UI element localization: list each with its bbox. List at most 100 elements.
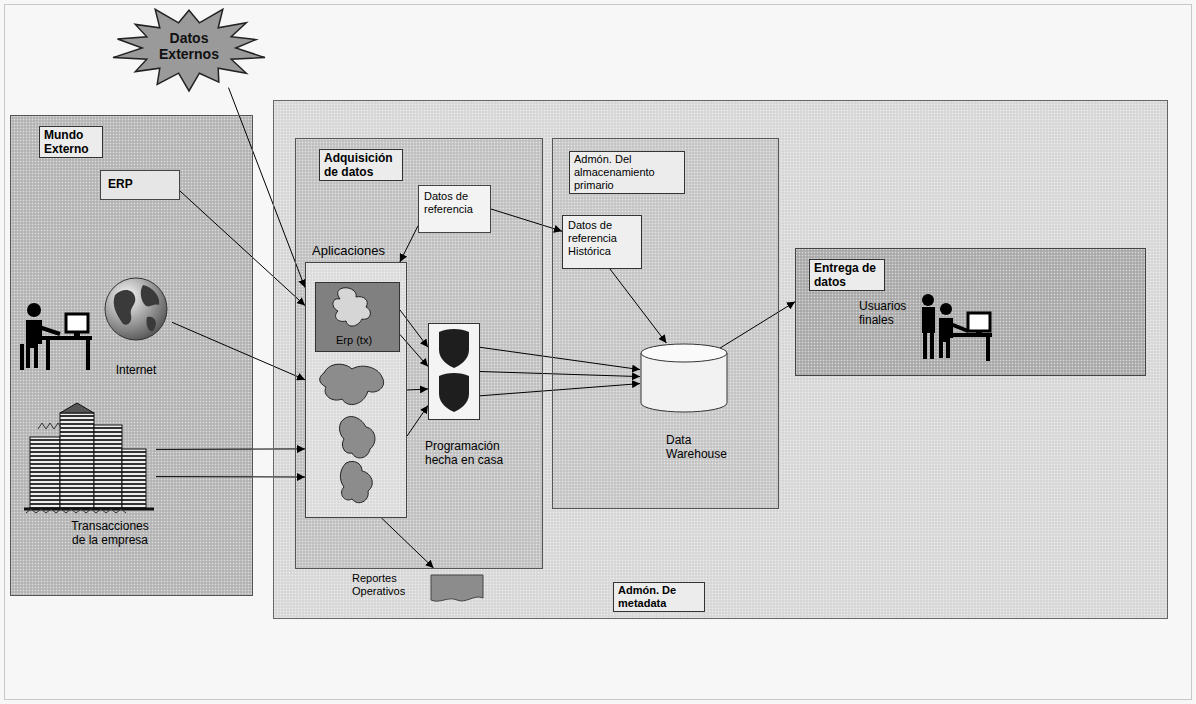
- arrow-connector: [229, 88, 306, 288]
- arrow-connector: [480, 347, 640, 369]
- building-icon-part: [38, 423, 62, 429]
- users-icon-part-part: [952, 333, 992, 337]
- building-icon-part: [30, 437, 60, 509]
- person-at-computer-part: [27, 303, 41, 317]
- node-label: Admón. Del almacenamiento primario: [569, 151, 685, 194]
- globe-icon-part: [114, 290, 136, 325]
- person-at-computer-part: [20, 344, 24, 370]
- operational-reports-node: Reportes Operativos: [352, 568, 488, 608]
- building-icon: [24, 399, 156, 514]
- building-icon-part: [26, 509, 126, 513]
- users-icon: [918, 293, 998, 363]
- arrow-connector: [719, 302, 795, 349]
- application-shapes-part: [320, 364, 384, 404]
- page-frame: [5, 5, 1192, 700]
- node-label: Datos Externos: [146, 30, 232, 62]
- person-at-computer-part: [46, 340, 50, 370]
- node-label: Programación hecha en casa: [425, 439, 515, 467]
- users-icon-part-part: [986, 337, 990, 361]
- starburst-shape-part: [113, 9, 265, 91]
- node-label: ERP: [108, 177, 172, 191]
- node-label: Mundo Externo: [39, 126, 103, 158]
- arrow-connector: [400, 335, 428, 367]
- node-label: Datos de referencia: [424, 190, 485, 216]
- node-label: Adquisición de datos: [319, 149, 403, 181]
- person-at-computer-part: [74, 332, 80, 336]
- node-label: Admón. De metadata: [613, 582, 705, 612]
- erp-shape-part: [333, 288, 370, 326]
- globe-icon-part: [141, 285, 159, 306]
- globe-icon-part: [146, 317, 155, 332]
- data-warehouse: Data Warehouse: [640, 343, 728, 413]
- applications-box: AplicacionesErp (tx): [305, 262, 407, 518]
- historic-reference-box: Datos de referencia Histórica: [562, 215, 642, 269]
- node-label: Internet: [106, 363, 166, 377]
- arrow-connector: [480, 384, 640, 396]
- program-shapes-part: [439, 329, 469, 368]
- program-shapes-part: [439, 373, 469, 412]
- arrow-connector: [480, 372, 640, 377]
- person-at-computer-part: [36, 326, 60, 334]
- building-icon-part: [60, 413, 94, 509]
- report-shape: [430, 574, 484, 604]
- users-icon-part-part: [976, 331, 982, 334]
- erp-box: ERP: [100, 170, 180, 200]
- node-body-text: Usuarios finales: [859, 299, 917, 327]
- starburst-node: Datos Externos: [110, 4, 268, 92]
- application-shapes-part: [340, 417, 375, 458]
- globe-icon-part: [105, 278, 167, 340]
- person-at-computer-part: [86, 340, 90, 370]
- arrow-connector: [156, 476, 305, 477]
- storage-admin-panel: Admón. Del almacenamiento primarioDatos …: [552, 138, 779, 509]
- building-icon-part: [94, 425, 122, 509]
- erp-shape: [316, 283, 399, 333]
- users-icon-part-part: [922, 294, 934, 306]
- node-label: Reportes Operativos: [352, 572, 424, 598]
- node-label: Data Warehouse: [666, 433, 750, 461]
- erp-tx-box: Erp (tx): [315, 282, 400, 352]
- arrow-connector: [610, 269, 666, 343]
- users-icon-part-part: [923, 333, 927, 359]
- users-icon-part-part: [922, 307, 935, 333]
- person-at-computer-part: [66, 314, 88, 332]
- users-icon-part-part: [968, 313, 990, 331]
- person-at-computer-part: [42, 336, 92, 340]
- application-shapes-part: [340, 461, 372, 502]
- report-shape-part: [431, 575, 483, 601]
- users-icon-part-part: [940, 303, 952, 315]
- main-panel: Admón. De metadata Adquisición de datosDa…: [273, 100, 1168, 619]
- external-world-panel: Mundo ExternoERP InternetTransacciones de…: [10, 115, 253, 596]
- node-label: Datos de referencia Histórica: [568, 219, 636, 258]
- arrow-connector: [400, 226, 418, 262]
- reference-data-box: Datos de referencia: [418, 185, 491, 233]
- acquisition-panel: Adquisición de datosDatos de referenciaA…: [295, 138, 543, 569]
- arrow-connector: [172, 322, 305, 380]
- building-icon-part: [122, 449, 146, 509]
- arrow-connector: [382, 518, 434, 568]
- internet-node: Internet: [100, 275, 172, 385]
- arrow-connector: [180, 191, 305, 306]
- node-label: Erp (tx): [336, 334, 398, 347]
- data-delivery-panel: Entrega de datosUsuarios finales: [795, 248, 1146, 376]
- database-cylinder: [640, 343, 728, 413]
- person-at-computer: [20, 303, 92, 370]
- arrow-connector: [407, 389, 428, 390]
- arrow-connector: [156, 448, 305, 450]
- users-icon-part-part: [930, 333, 934, 359]
- arrow-connector: [407, 405, 428, 436]
- node-label: Transacciones de la empresa: [64, 519, 156, 547]
- in-house-programs-box: Programación hecha en casa: [428, 323, 480, 420]
- arrow-connector: [400, 310, 428, 347]
- program-shapes: [429, 324, 479, 419]
- users-icon-part-part: [948, 323, 968, 331]
- node-label: Entrega de datos: [809, 259, 885, 291]
- company-transactions-node: Transacciones de la empresa: [24, 395, 156, 565]
- database-cylinder-part: [641, 344, 727, 362]
- building-icon-part: [60, 403, 94, 413]
- globe-icon: [103, 275, 169, 343]
- node-label: Aplicaciones: [312, 243, 385, 258]
